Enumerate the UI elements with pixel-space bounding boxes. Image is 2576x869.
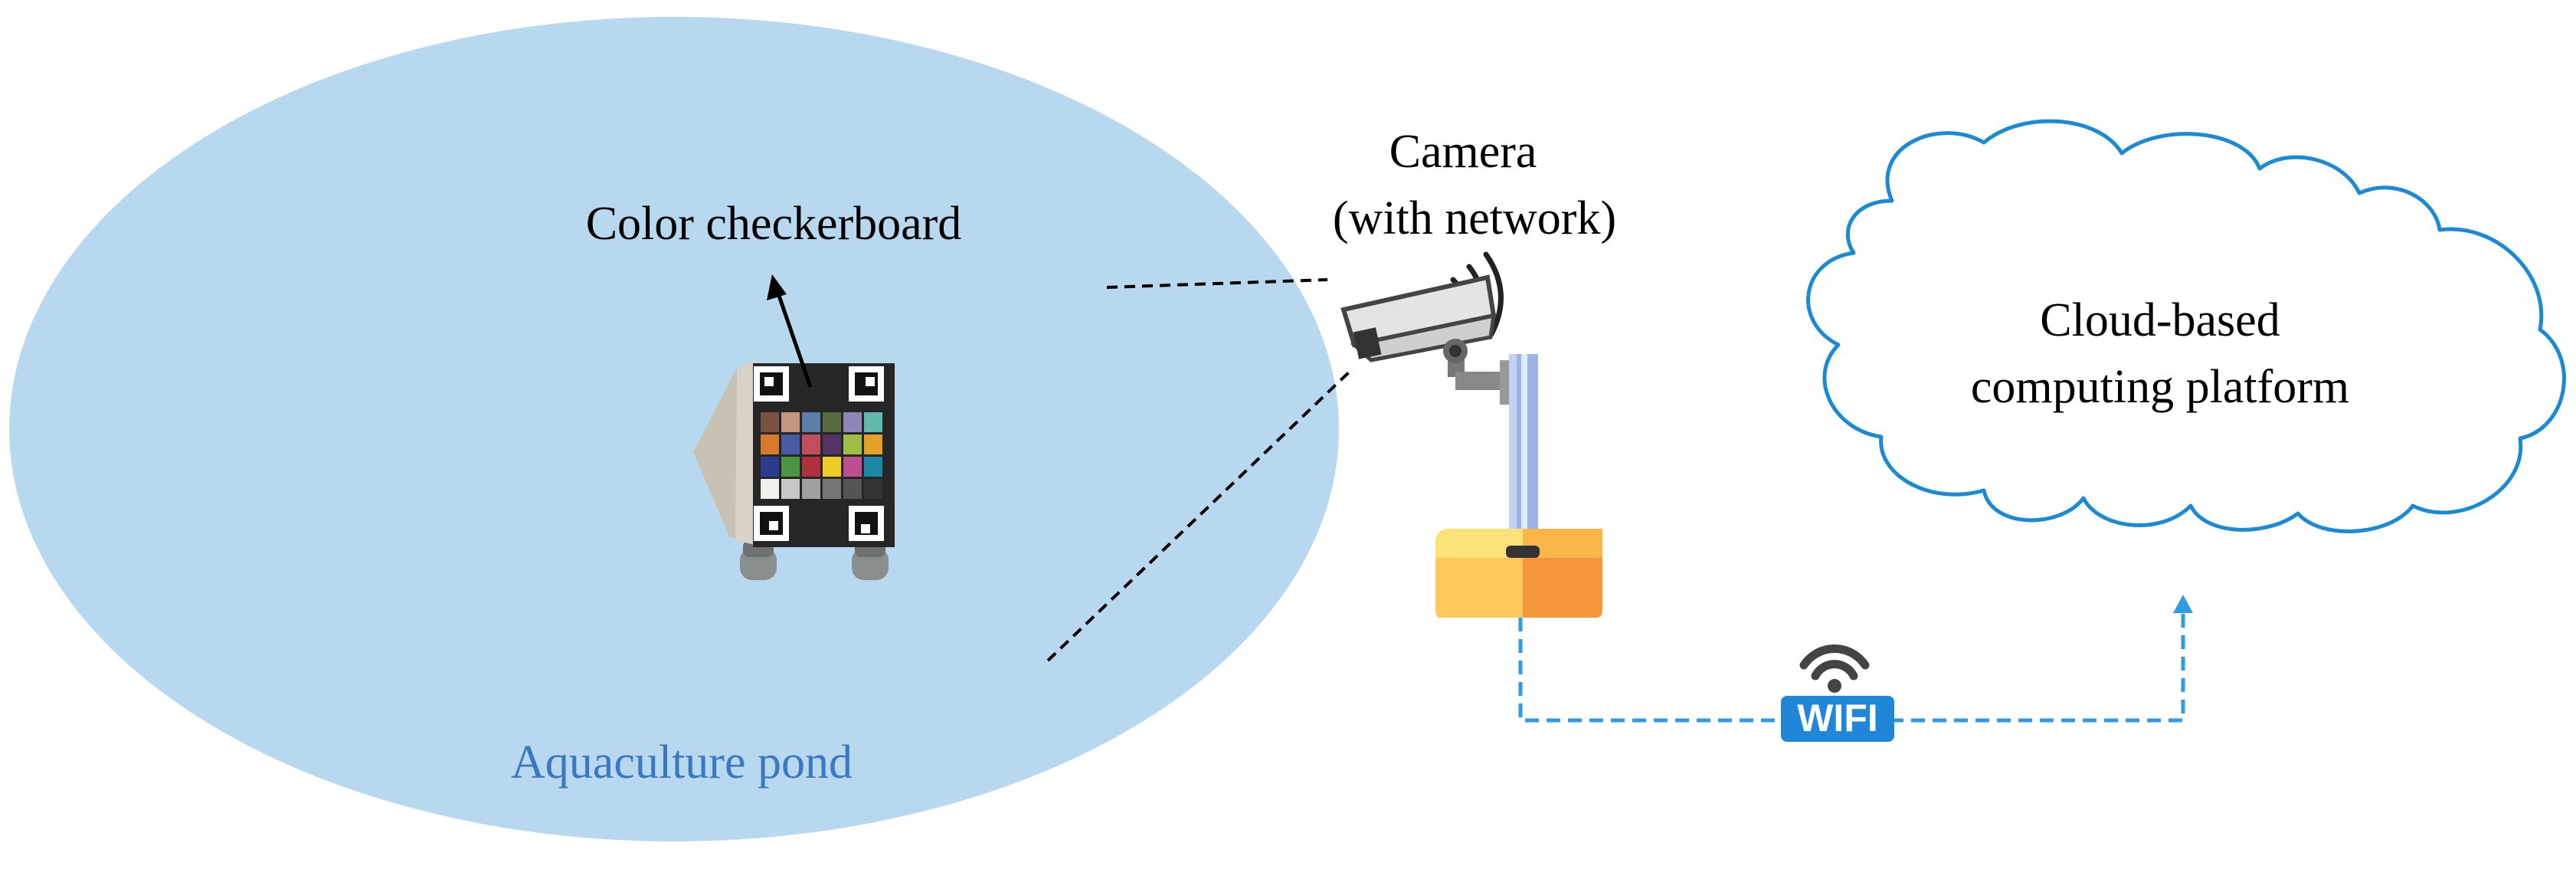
network-camera	[1340, 251, 1602, 618]
color-checkerboard-device	[693, 360, 895, 580]
color-patch	[823, 412, 841, 432]
color-patch	[843, 434, 862, 454]
color-patch-grid	[761, 412, 882, 499]
color-patch	[781, 434, 800, 454]
color-patch	[761, 434, 779, 454]
color-patch	[761, 457, 779, 477]
camera-view-line-top	[1106, 278, 1328, 289]
aquaculture-pond	[9, 17, 1339, 841]
color-patch	[843, 479, 862, 499]
cloud-platform	[1806, 119, 2566, 533]
camera-label-line2: (with network)	[1333, 192, 1616, 244]
color-patch	[761, 412, 779, 432]
camera-base	[1435, 529, 1602, 618]
wifi-badge: WIFI	[1781, 644, 1894, 742]
network-link-arrowhead	[2173, 595, 2193, 613]
color-patch	[843, 412, 862, 432]
color-patch	[864, 412, 882, 432]
color-patch	[843, 457, 862, 477]
color-patch	[823, 434, 841, 454]
color-patch	[802, 457, 820, 477]
camera-label-line1: Camera	[1389, 126, 1537, 178]
color-patch	[864, 434, 882, 454]
wifi-label: WIFI	[1797, 697, 1878, 739]
wifi-icon	[1799, 644, 1870, 680]
color-patch	[823, 479, 841, 499]
fiducial-marker-bottom-left	[754, 506, 789, 541]
color-patch	[781, 412, 800, 432]
pond-label: Aquaculture pond	[511, 736, 853, 789]
color-patch	[802, 479, 820, 499]
checkerboard-label: Color checkerboard	[586, 198, 962, 250]
cloud-label-line1: Cloud-based	[2040, 294, 2280, 346]
color-patch	[864, 457, 882, 477]
color-patch	[823, 457, 841, 477]
cloud-label-line2: computing platform	[1971, 361, 2349, 413]
fiducial-marker-bottom-right	[849, 506, 884, 541]
fiducial-marker-top-right	[849, 366, 884, 402]
color-patch	[864, 479, 882, 499]
color-patch	[781, 457, 800, 477]
color-patch	[761, 479, 779, 499]
color-patch	[781, 479, 800, 499]
fiducial-marker-top-left	[754, 366, 789, 402]
checkerboard-arrow	[775, 290, 813, 388]
color-patch	[802, 434, 820, 454]
color-patch	[802, 412, 820, 432]
